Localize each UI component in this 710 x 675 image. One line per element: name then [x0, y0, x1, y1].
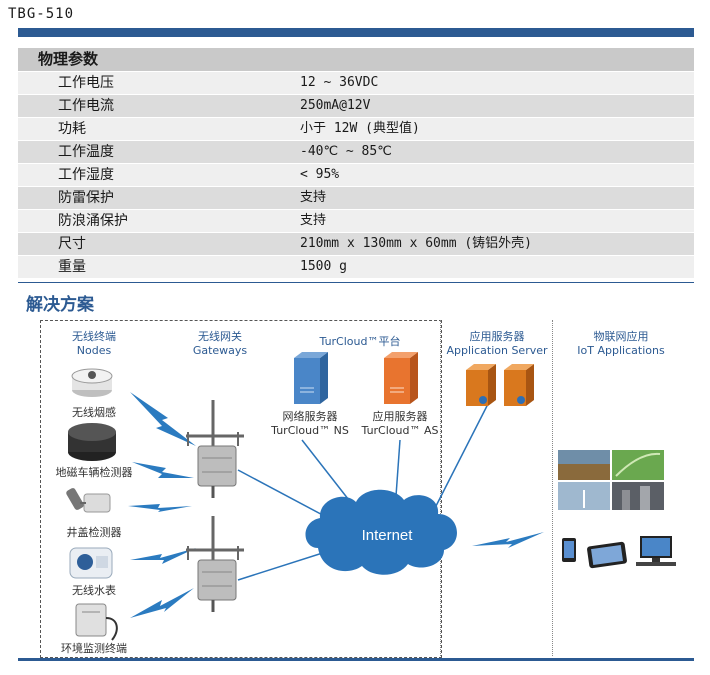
divider-line	[18, 282, 694, 283]
nodes-title: 无线终端	[72, 330, 116, 343]
water-meter-icon	[69, 547, 113, 579]
iot-title: 物联网应用	[593, 330, 649, 343]
as-label-en: TurCloud™ AS	[361, 424, 439, 437]
spec-row: 工作电流 250mA@12V	[18, 95, 694, 118]
environment-monitor-icon	[75, 603, 118, 641]
spec-table: 物理参数 工作电压 12 ~ 36VDC 工作电流 250mA@12V 功耗 小于 1…	[18, 48, 694, 279]
app-server-icon	[466, 364, 496, 406]
node-label: 无线烟感	[72, 406, 116, 419]
column-divider	[440, 320, 441, 656]
column-divider	[552, 320, 553, 656]
iot-label: 物联网应用 IoT Applications	[556, 330, 686, 358]
spec-key: 工作湿度	[58, 167, 114, 183]
spec-header: 物理参数	[18, 48, 694, 72]
spec-value: < 95%	[300, 167, 340, 182]
city-photo	[612, 482, 664, 510]
spec-row: 防雷保护 支持	[18, 187, 694, 210]
spec-value: 12 ~ 36VDC	[300, 75, 379, 90]
spec-value: 小于 12W (典型值)	[300, 121, 420, 136]
spec-key: 重量	[58, 259, 86, 275]
wireless-bolt-icon	[132, 462, 194, 478]
spec-row: 功耗 小于 12W (典型值)	[18, 118, 694, 141]
as-label-cn: 应用服务器	[372, 410, 428, 423]
gateways-title: 无线网关	[198, 330, 242, 343]
footer-bar	[18, 658, 694, 661]
wireless-bolts	[128, 392, 196, 618]
app-server-title: 应用服务器	[469, 330, 525, 343]
leaf-photo	[612, 450, 664, 480]
spec-key: 工作温度	[58, 144, 114, 160]
as-label: 应用服务器 TurCloud™ AS	[358, 410, 442, 438]
internet-label: Internet	[362, 527, 414, 544]
solution-title: 解决方案	[26, 295, 94, 315]
spec-row: 工作湿度 < 95%	[18, 164, 694, 187]
gateway-icon	[186, 400, 244, 498]
spec-value: -40℃ ~ 85℃	[300, 144, 392, 159]
spec-row: 重量 1500 g	[18, 256, 694, 279]
spec-value: 250mA@12V	[300, 98, 371, 113]
app-server-title-en: Application Server	[446, 344, 548, 357]
gateways-label: 无线网关 Gateways	[180, 330, 260, 358]
spec-row: 尺寸 210mm x 130mm x 60mm (铸铝外壳)	[18, 233, 694, 256]
smoke-detector-icon	[71, 368, 113, 397]
node-label: 无线水表	[72, 584, 116, 597]
devices-icon	[562, 536, 676, 569]
manhole-detector-icon	[66, 488, 111, 513]
local-network-box	[40, 320, 442, 658]
spec-key: 防浪涌保护	[58, 213, 128, 229]
gateway-icon	[186, 516, 244, 612]
spec-value: 支持	[300, 213, 327, 228]
header-bar	[18, 28, 694, 37]
wireless-bolt-icon	[130, 548, 196, 564]
node-label: 环境监测终端	[61, 642, 127, 655]
wireless-bolt-icon	[130, 392, 196, 446]
spec-key: 防雷保护	[58, 190, 114, 206]
spec-key: 工作电压	[58, 75, 114, 91]
app-server-label: 应用服务器 Application Server	[442, 330, 552, 358]
wireless-bolt-icon	[130, 588, 194, 618]
spec-row: 防浪涌保护 支持	[18, 210, 694, 233]
spec-key: 功耗	[58, 121, 86, 137]
spec-value: 支持	[300, 190, 327, 205]
network-server-icon	[294, 352, 328, 404]
spec-row: 工作温度 -40℃ ~ 85℃	[18, 141, 694, 164]
application-server-icon	[384, 352, 418, 404]
iot-photos	[558, 450, 664, 510]
spec-key: 尺寸	[58, 236, 86, 252]
ns-label-cn: 网络服务器	[282, 410, 338, 423]
gateways-title-en: Gateways	[192, 344, 248, 357]
node-label: 井盖检测器	[66, 526, 122, 539]
connection-lines	[237, 399, 491, 581]
model-name: TBG-510	[8, 6, 75, 22]
ns-label-en: TurCloud™ NS	[271, 424, 349, 437]
internet-cloud-icon: Internet	[305, 489, 457, 575]
platform-title: TurCloud™平台	[319, 335, 401, 348]
wireless-bolt-icon	[472, 532, 544, 548]
magnetic-vehicle-detector-icon	[68, 423, 116, 461]
app-server-icon	[504, 364, 534, 406]
nodes-title-en: Nodes	[76, 344, 112, 357]
nodes-label: 无线终端 Nodes	[54, 330, 134, 358]
wireless-bolt-icon	[128, 504, 192, 512]
iot-title-en: IoT Applications	[577, 344, 665, 357]
spec-value: 1500 g	[300, 259, 347, 274]
spec-key: 工作电流	[58, 98, 114, 114]
node-label: 地磁车辆检测器	[55, 466, 133, 479]
spec-value: 210mm x 130mm x 60mm (铸铝外壳)	[300, 236, 533, 251]
spec-row: 工作电压 12 ~ 36VDC	[18, 72, 694, 95]
ns-label: 网络服务器 TurCloud™ NS	[262, 410, 358, 438]
